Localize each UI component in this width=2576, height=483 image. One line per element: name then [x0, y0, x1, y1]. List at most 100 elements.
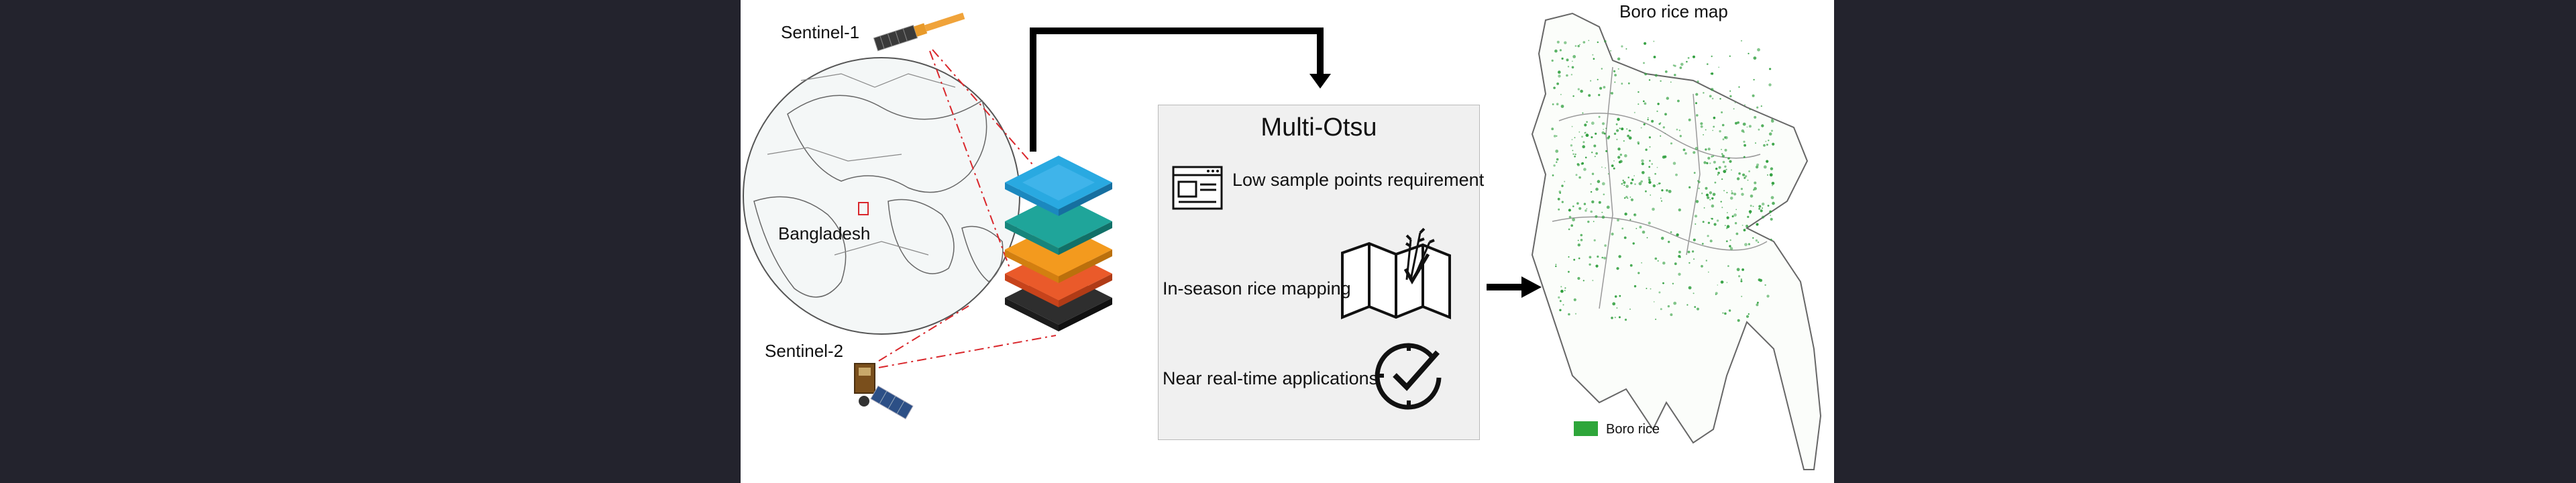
rice-speckle	[1755, 142, 1756, 144]
rice-speckle	[1724, 225, 1726, 226]
rice-speckle	[1603, 256, 1607, 260]
satellite-link-lines	[878, 49, 1057, 368]
rice-speckle	[1648, 180, 1652, 184]
rice-speckle	[1734, 102, 1736, 104]
rice-speckle	[1660, 135, 1662, 137]
rice-speckle	[1748, 313, 1750, 315]
rice-speckle	[1570, 144, 1573, 147]
rice-speckle	[1577, 88, 1580, 91]
rice-speckle	[1648, 136, 1651, 139]
rice-speckle	[1580, 239, 1583, 241]
rice-speckle	[1560, 289, 1564, 293]
rice-speckle	[1678, 208, 1681, 212]
rice-speckle	[1601, 182, 1605, 186]
rice-speckle	[1649, 179, 1651, 181]
rice-speckle	[1608, 135, 1610, 138]
rice-speckle	[1735, 232, 1739, 235]
rice-speckle	[1746, 225, 1749, 227]
rice-speckle	[1741, 193, 1744, 196]
rice-speckle	[1660, 197, 1662, 199]
rice-speckle	[1558, 208, 1560, 211]
bangladesh-marker	[858, 202, 869, 215]
rice-speckle	[1717, 171, 1720, 174]
rice-speckle	[1737, 319, 1740, 322]
rice-speckle	[1607, 136, 1610, 140]
rice-speckle	[1769, 210, 1772, 213]
rice-speckle	[1629, 309, 1631, 310]
rice-speckle	[1736, 268, 1740, 272]
rice-speckle	[1748, 243, 1750, 246]
rice-speckle	[1667, 305, 1670, 308]
rice-speckle	[1572, 60, 1573, 62]
rice-speckle	[1630, 198, 1633, 201]
rice-speckle	[1633, 213, 1635, 216]
flow-arrow-to-map	[1487, 276, 1542, 298]
rice-speckle	[1633, 285, 1637, 288]
rice-speckle	[1729, 247, 1733, 250]
rice-speckle	[1694, 215, 1698, 218]
rice-speckle	[1762, 207, 1764, 209]
rice-speckle	[1742, 173, 1746, 176]
rice-speckle	[1746, 126, 1748, 128]
rice-speckle	[1756, 163, 1760, 166]
rice-speckle	[1621, 127, 1624, 131]
rice-speckle	[1575, 174, 1578, 176]
rice-speckle	[1693, 55, 1695, 58]
rice-speckle	[1616, 307, 1618, 309]
rice-speckle	[1664, 133, 1666, 134]
boro-rice-map	[1531, 12, 1822, 470]
rice-speckle	[1710, 88, 1714, 91]
rice-speckle	[1710, 72, 1713, 75]
rice-speckle	[1722, 160, 1725, 164]
rice-speckle	[1729, 239, 1731, 241]
image-layer-stack-icon	[1005, 156, 1112, 331]
rice-speckle	[1687, 250, 1690, 254]
rice-speckle	[1748, 170, 1750, 172]
rice-speckle	[1768, 140, 1770, 142]
rice-speckle	[1591, 172, 1595, 175]
rice-speckle	[1588, 40, 1590, 42]
rice-speckle	[1721, 111, 1723, 113]
rice-speckle	[1687, 57, 1690, 59]
rice-speckle	[1720, 280, 1724, 284]
rice-speckle	[1613, 167, 1615, 170]
rice-speckle	[1646, 288, 1648, 289]
rice-speckle	[1686, 60, 1688, 63]
rice-speckle	[1617, 57, 1621, 61]
rice-speckle	[1756, 303, 1759, 307]
rice-speckle	[1666, 189, 1668, 192]
rice-speckle	[1605, 150, 1607, 152]
rice-speckle	[1769, 173, 1773, 177]
rice-speckle	[1657, 103, 1660, 105]
rice-speckle	[1721, 149, 1722, 150]
rice-speckle	[1731, 190, 1733, 192]
rice-speckle	[1693, 238, 1696, 241]
rice-speckle	[1761, 215, 1765, 219]
rice-speckle	[1770, 167, 1774, 170]
rice-speckle	[1662, 282, 1664, 284]
rice-speckle	[1650, 195, 1651, 196]
rice-speckle	[1664, 113, 1667, 116]
rice-speckle	[1771, 119, 1773, 121]
rice-speckle	[1555, 150, 1559, 153]
rice-speckle	[1726, 227, 1728, 229]
rice-speckle	[1743, 229, 1746, 231]
rice-speckle	[1627, 82, 1630, 85]
rice-speckle	[1616, 129, 1619, 132]
rice-speckle	[1597, 255, 1599, 258]
rice-speckle	[1551, 59, 1554, 62]
rice-speckle	[1701, 243, 1704, 245]
rice-speckle	[1711, 217, 1713, 220]
rice-speckle	[1603, 193, 1605, 196]
rice-speckle	[1595, 132, 1597, 135]
rice-speckle	[1629, 264, 1633, 267]
rice-speckle	[1585, 133, 1589, 138]
rice-speckle	[1576, 202, 1579, 205]
rice-speckle	[1580, 233, 1583, 237]
rice-speckle	[1674, 74, 1676, 76]
rice-speckle	[1590, 191, 1593, 193]
flow-arrow-to-panel	[1030, 28, 1331, 152]
rice-speckle	[1760, 209, 1763, 213]
rice-speckle	[1709, 162, 1711, 164]
rice-speckle	[1696, 114, 1699, 117]
